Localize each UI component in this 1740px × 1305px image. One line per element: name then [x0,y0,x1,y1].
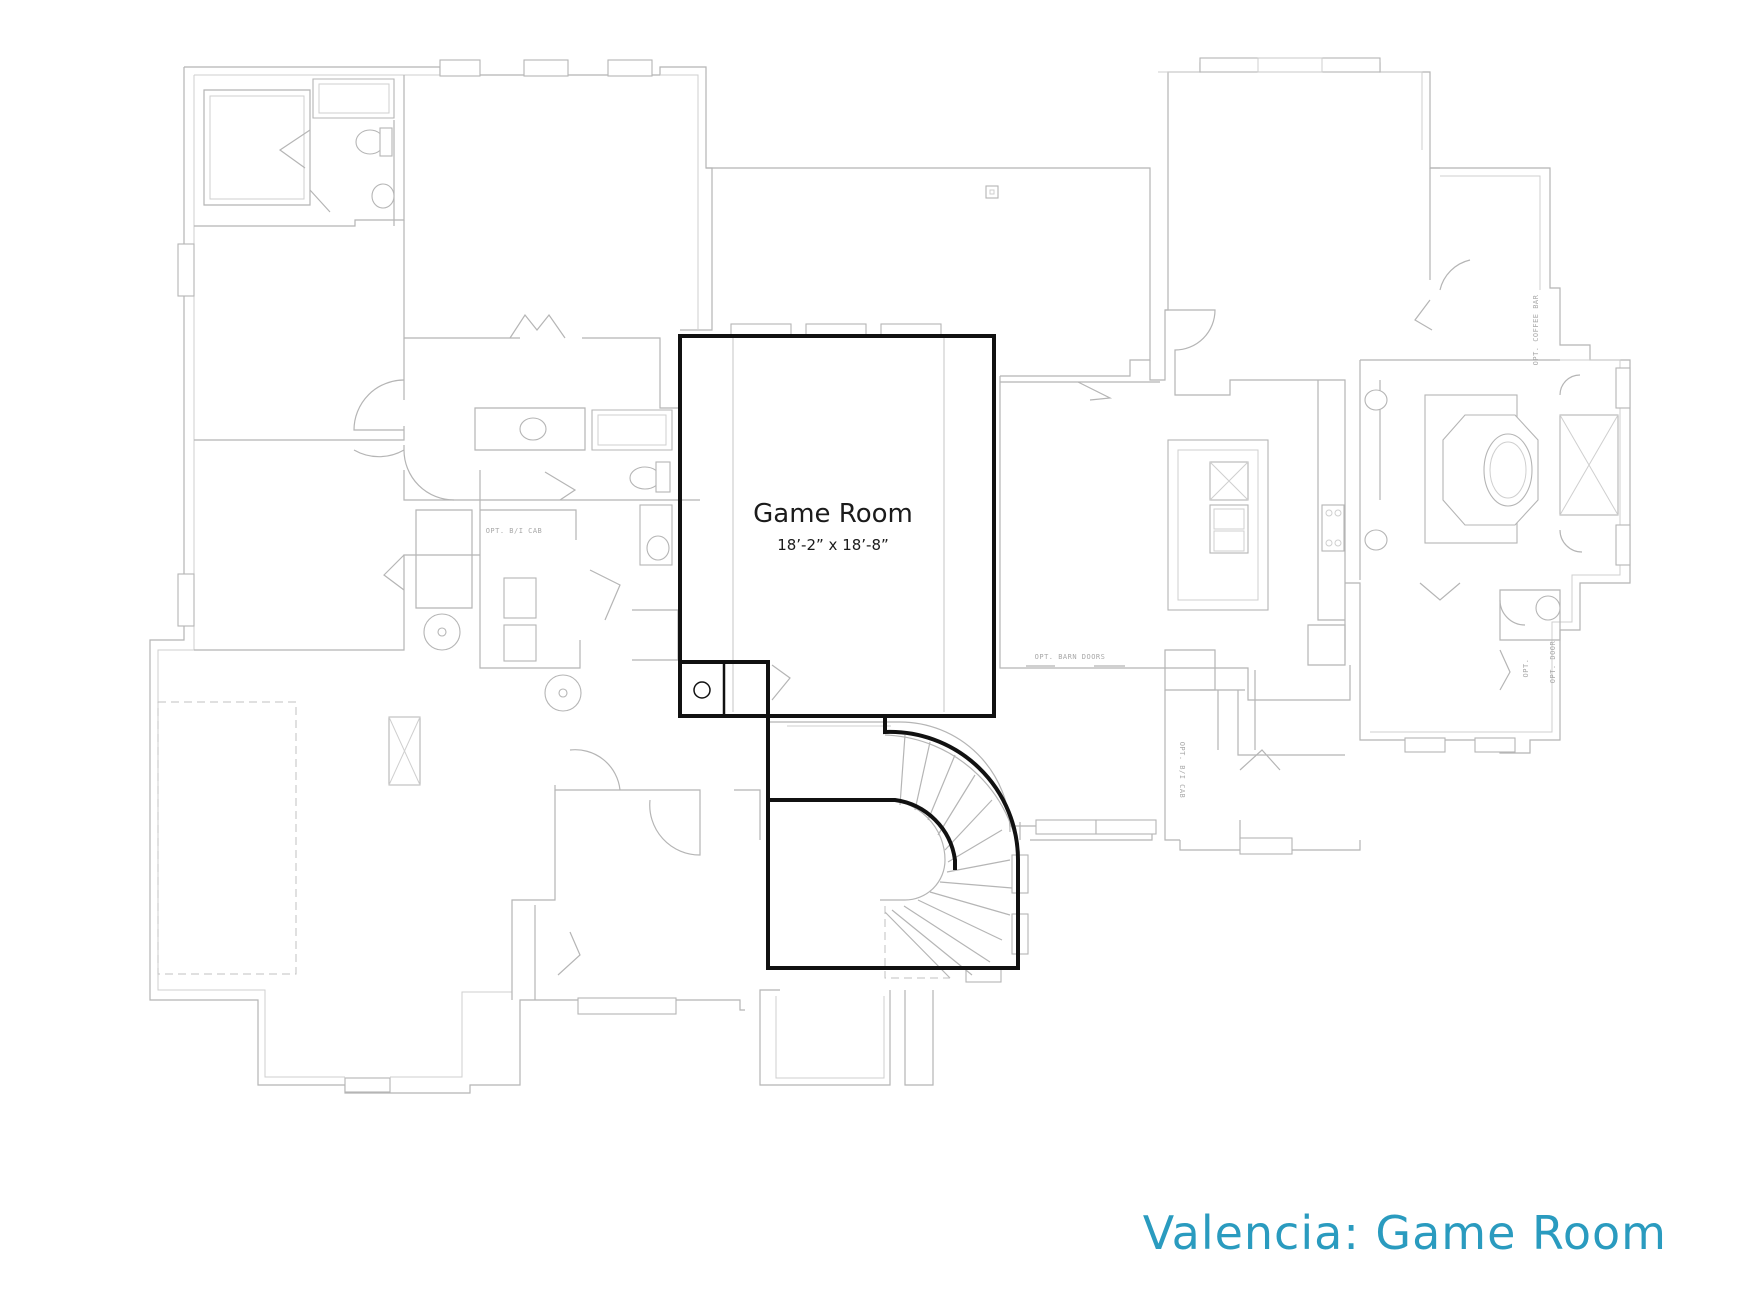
game-room-highlight [678,323,996,718]
room-dimensions: 18’-2” x 18’-8” [777,536,889,554]
center-left-bath: OPT. B/I CAB [383,407,679,712]
center-top: OPT. BARN DOORS [706,167,1160,669]
note-opt-bi-cab-right: OPT. B/I CAB [1178,742,1186,799]
master-suite: OPT. COFFEE BAR OPT. DOOR OPT. [1345,167,1631,754]
note-opt-barn-doors: OPT. BARN DOORS [1035,653,1106,661]
kitchen: OPT. B/I CAB [1149,57,1440,855]
room-name-game-room: Game Room [753,499,913,529]
note-opt-bi-cab: OPT. B/I CAB [486,527,543,535]
left-wing [149,59,745,1094]
note-opt-door: OPT. DOOR [1549,641,1557,684]
garage [157,701,761,1093]
stair-hall-highlight [766,714,1020,970]
foyer [759,721,1157,1086]
note-opt-coffee-bar: OPT. COFFEE BAR [1532,294,1540,365]
plan-caption: Valencia: Game Room [1142,1206,1667,1260]
note-opt: OPT. [1522,659,1530,678]
